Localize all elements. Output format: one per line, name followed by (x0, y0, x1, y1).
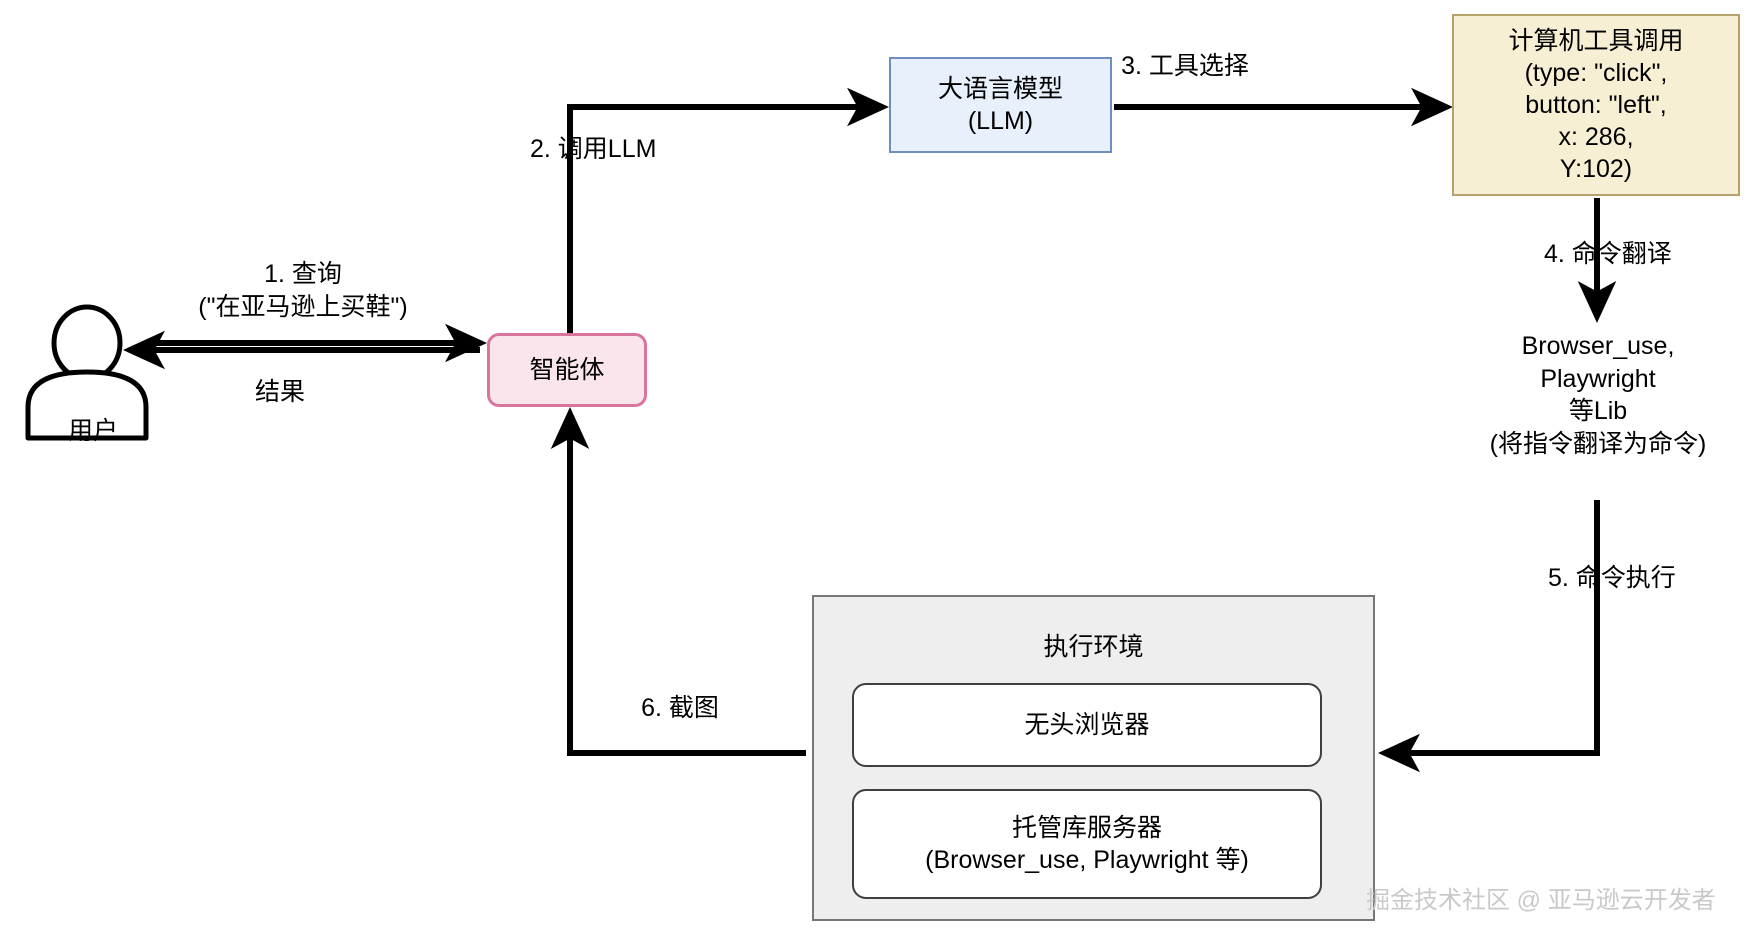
edge-label-tool-selection: 3. 工具选择 (1121, 52, 1249, 80)
user-person-icon (25, 304, 149, 441)
llm-line-1: 大语言模型 (937, 75, 1063, 103)
edge-call-llm (567, 87, 889, 333)
agent-label: 智能体 (529, 356, 605, 384)
tool-call-line-5: Y:102) (1559, 155, 1633, 183)
edge-label-call-llm: 2. 调用LLM (530, 135, 657, 163)
node-execution-environment: 执行环境 无头浏览器 托管库服务器 (Browser_use, Playwrig… (812, 595, 1375, 921)
edge-label-result: 结果 (254, 378, 305, 406)
llm-line-2: (LLM) (967, 107, 1034, 135)
node-agent[interactable]: 智能体 (487, 333, 647, 407)
node-hosted-library-server[interactable]: 托管库服务器 (Browser_use, Playwright 等) (852, 789, 1322, 899)
edge-command-execution (1378, 500, 1600, 773)
tool-call-line-2: (type: "click", (1524, 59, 1668, 87)
headless-browser-label: 无头浏览器 (1024, 710, 1150, 739)
execution-environment-title: 执行环境 (1043, 633, 1144, 661)
hosted-library-server-line-1: 托管库服务器 (1011, 813, 1162, 842)
edge-label-query: 1. 查询 ("在亚马逊上买鞋") (198, 260, 408, 321)
edge-screenshot (550, 407, 806, 756)
tool-call-line-3: button: "left", (1525, 91, 1667, 119)
watermark: 掘金技术社区 @ 亚马逊云开发者 (1366, 887, 1716, 914)
tool-call-line-4: x: 286, (1558, 123, 1634, 151)
hosted-library-server-line-2: (Browser_use, Playwright 等) (925, 846, 1249, 874)
node-headless-browser[interactable]: 无头浏览器 (852, 683, 1322, 767)
tool-call-line-1: 计算机工具调用 (1508, 27, 1684, 55)
edge-label-command-execution: 5. 命令执行 (1548, 564, 1676, 592)
user-label: 用户 (67, 417, 118, 445)
node-llm[interactable]: 大语言模型 (LLM) (889, 57, 1112, 153)
edge-label-command-translation: 4. 命令翻译 (1544, 240, 1672, 268)
node-computer-tool-call[interactable]: 计算机工具调用 (type: "click", button: "left", … (1452, 14, 1740, 196)
node-automation-libraries: Browser_use, Playwright 等Lib (将指令翻译为命令) (1489, 332, 1707, 458)
edge-label-screenshot: 6. 截图 (641, 694, 719, 722)
